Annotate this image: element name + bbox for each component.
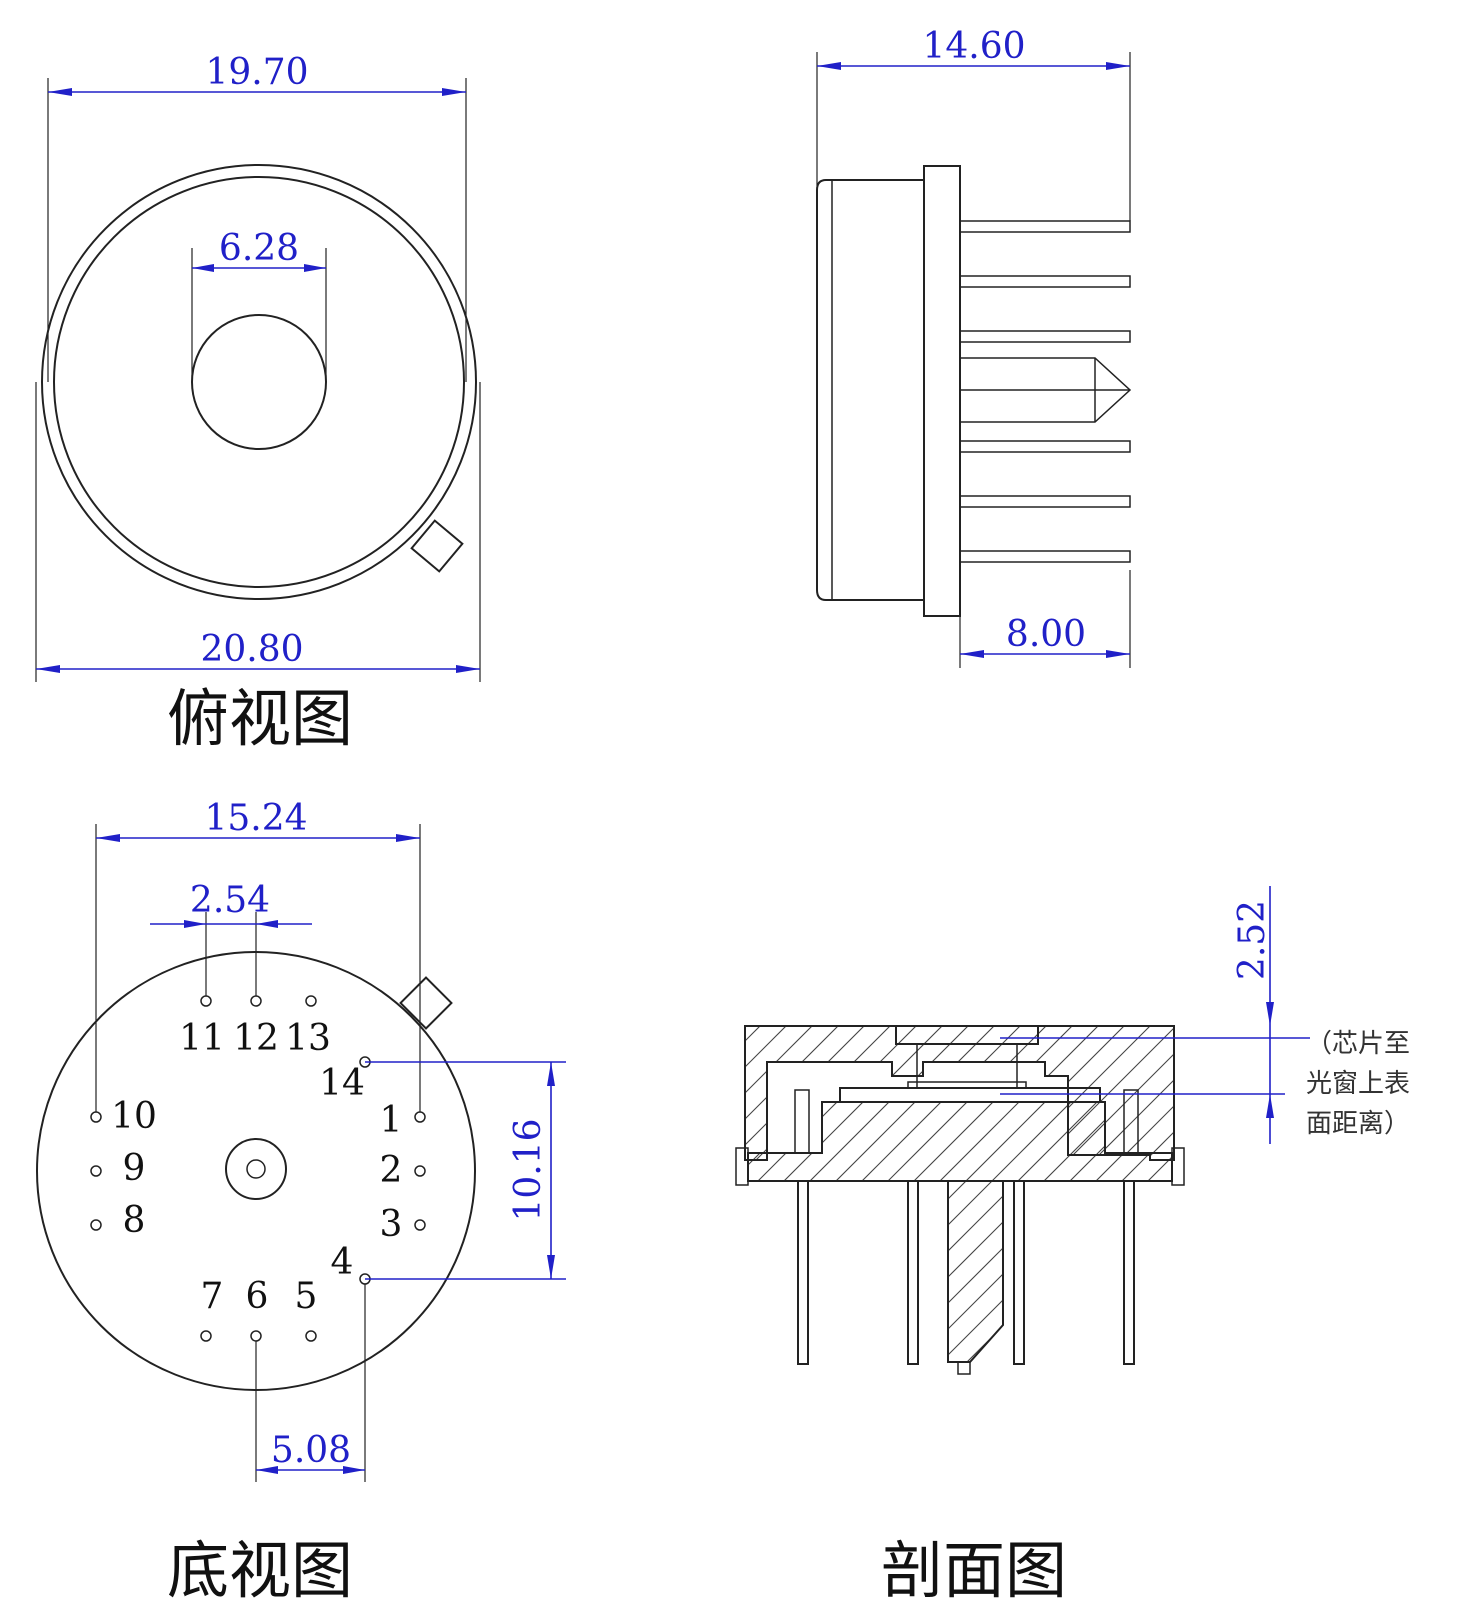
hatch-line xyxy=(1010,1026,1157,1160)
side-cap-body xyxy=(816,179,924,601)
section-note-line2: 光窗上表 xyxy=(1306,1069,1410,1099)
pin-label: 5 xyxy=(295,1276,318,1317)
hatch-line xyxy=(748,1102,871,1362)
hatch-line xyxy=(932,1102,1172,1362)
section-cap-hatch xyxy=(595,1020,1174,1165)
bottom-pin-labels: 1 2 3 4 5 6 7 8 9 10 11 12 13 14 xyxy=(111,1018,402,1317)
bottom-pin-holes xyxy=(90,995,426,1342)
section-cap-outline xyxy=(744,1025,1175,1161)
section-pin xyxy=(797,1180,809,1365)
pin-label: 10 xyxy=(111,1096,157,1137)
pin-label: 4 xyxy=(331,1242,354,1283)
hatch-line xyxy=(1166,1026,1174,1160)
hatch-line xyxy=(776,1102,1053,1362)
section-pin xyxy=(907,1180,919,1365)
hatch-line xyxy=(1010,1102,1172,1362)
pin-label: 2 xyxy=(380,1150,403,1191)
hatch-line xyxy=(748,1102,897,1362)
top-window xyxy=(191,314,327,450)
dim-top-outer-diameter: 20.80 xyxy=(200,629,303,670)
hatch-line xyxy=(748,1102,949,1362)
section-view-title: 剖面图 xyxy=(881,1534,1067,1607)
dim-side-length: 14.60 xyxy=(922,26,1025,67)
hatch-line xyxy=(1062,1026,1174,1160)
hatch-line xyxy=(748,1102,845,1362)
pin-label: 1 xyxy=(380,1100,403,1141)
hatch-line xyxy=(465,1095,740,1370)
hatch-line xyxy=(880,1102,1157,1362)
hatch-line xyxy=(984,1102,1172,1362)
section-pin xyxy=(1013,1180,1025,1365)
bottom-key-tab xyxy=(399,976,453,1030)
dim-bottom-pin-group: 5.08 xyxy=(271,1430,351,1471)
section-pin xyxy=(1123,1180,1135,1365)
dim-top-window-diameter: 6.28 xyxy=(219,228,299,269)
pin-label: 8 xyxy=(123,1200,146,1241)
side-flange xyxy=(923,165,961,617)
pin-label: 7 xyxy=(201,1276,224,1317)
hatch-line xyxy=(750,1102,1027,1362)
pin-label: 11 xyxy=(179,1018,225,1059)
top-view-title: 俯视图 xyxy=(167,682,353,755)
side-pins xyxy=(959,220,1132,563)
hatch-line xyxy=(748,1102,923,1362)
pin-label: 14 xyxy=(319,1063,365,1104)
section-base-hatch xyxy=(465,1095,1172,1370)
hatch-line xyxy=(802,1102,1079,1362)
bottom-center-boss xyxy=(225,1138,287,1200)
dim-top-inner-diameter: 19.70 xyxy=(205,52,308,93)
pin-label: 12 xyxy=(233,1018,279,1059)
section-center-pin xyxy=(947,1181,1004,1363)
pin-label: 9 xyxy=(123,1148,146,1189)
dim-side-pin-length: 8.00 xyxy=(1006,614,1086,655)
top-view: 19.70 6.28 20.80 俯视图 xyxy=(35,52,481,755)
hatch-line xyxy=(1140,1026,1174,1160)
section-view: 2.52 （芯片至 光窗上表 面距离） 剖面图 xyxy=(465,886,1410,1607)
hatch-line xyxy=(984,1026,1131,1160)
bottom-view-title: 底视图 xyxy=(167,1534,353,1607)
pin-label: 6 xyxy=(246,1276,269,1317)
section-note-line1: （芯片至 xyxy=(1306,1029,1410,1059)
hatch-line xyxy=(748,1102,819,1362)
dim-bottom-pin-pitch: 2.54 xyxy=(190,880,270,921)
side-view: 14.60 8.00 xyxy=(816,26,1132,668)
top-inner-ring xyxy=(53,176,465,588)
hatch-line xyxy=(828,1102,1105,1362)
section-note-line3: 面距离） xyxy=(1306,1109,1410,1139)
pin-label: 13 xyxy=(285,1018,331,1059)
hatch-line xyxy=(748,1102,793,1362)
hatch-line xyxy=(854,1102,1131,1362)
dim-bottom-pin-span: 15.24 xyxy=(204,798,307,839)
hatch-line xyxy=(1088,1026,1174,1160)
dim-bottom-vertical-span: 10.16 xyxy=(508,1118,549,1221)
hatch-line xyxy=(1114,1026,1174,1160)
hatch-line xyxy=(748,1102,975,1362)
hatch-line xyxy=(595,1020,740,1165)
top-key-tab xyxy=(410,519,464,573)
bottom-view: 1 2 3 4 5 6 7 8 9 10 11 12 13 14 15.24 2… xyxy=(36,798,566,1607)
dim-section-depth: 2.52 xyxy=(1232,900,1273,980)
hatch-line xyxy=(1036,1026,1174,1160)
pin-label: 3 xyxy=(380,1204,403,1245)
section-chip xyxy=(839,1087,1101,1103)
top-outer-ring xyxy=(41,164,477,600)
hatch-line xyxy=(745,1026,793,1160)
